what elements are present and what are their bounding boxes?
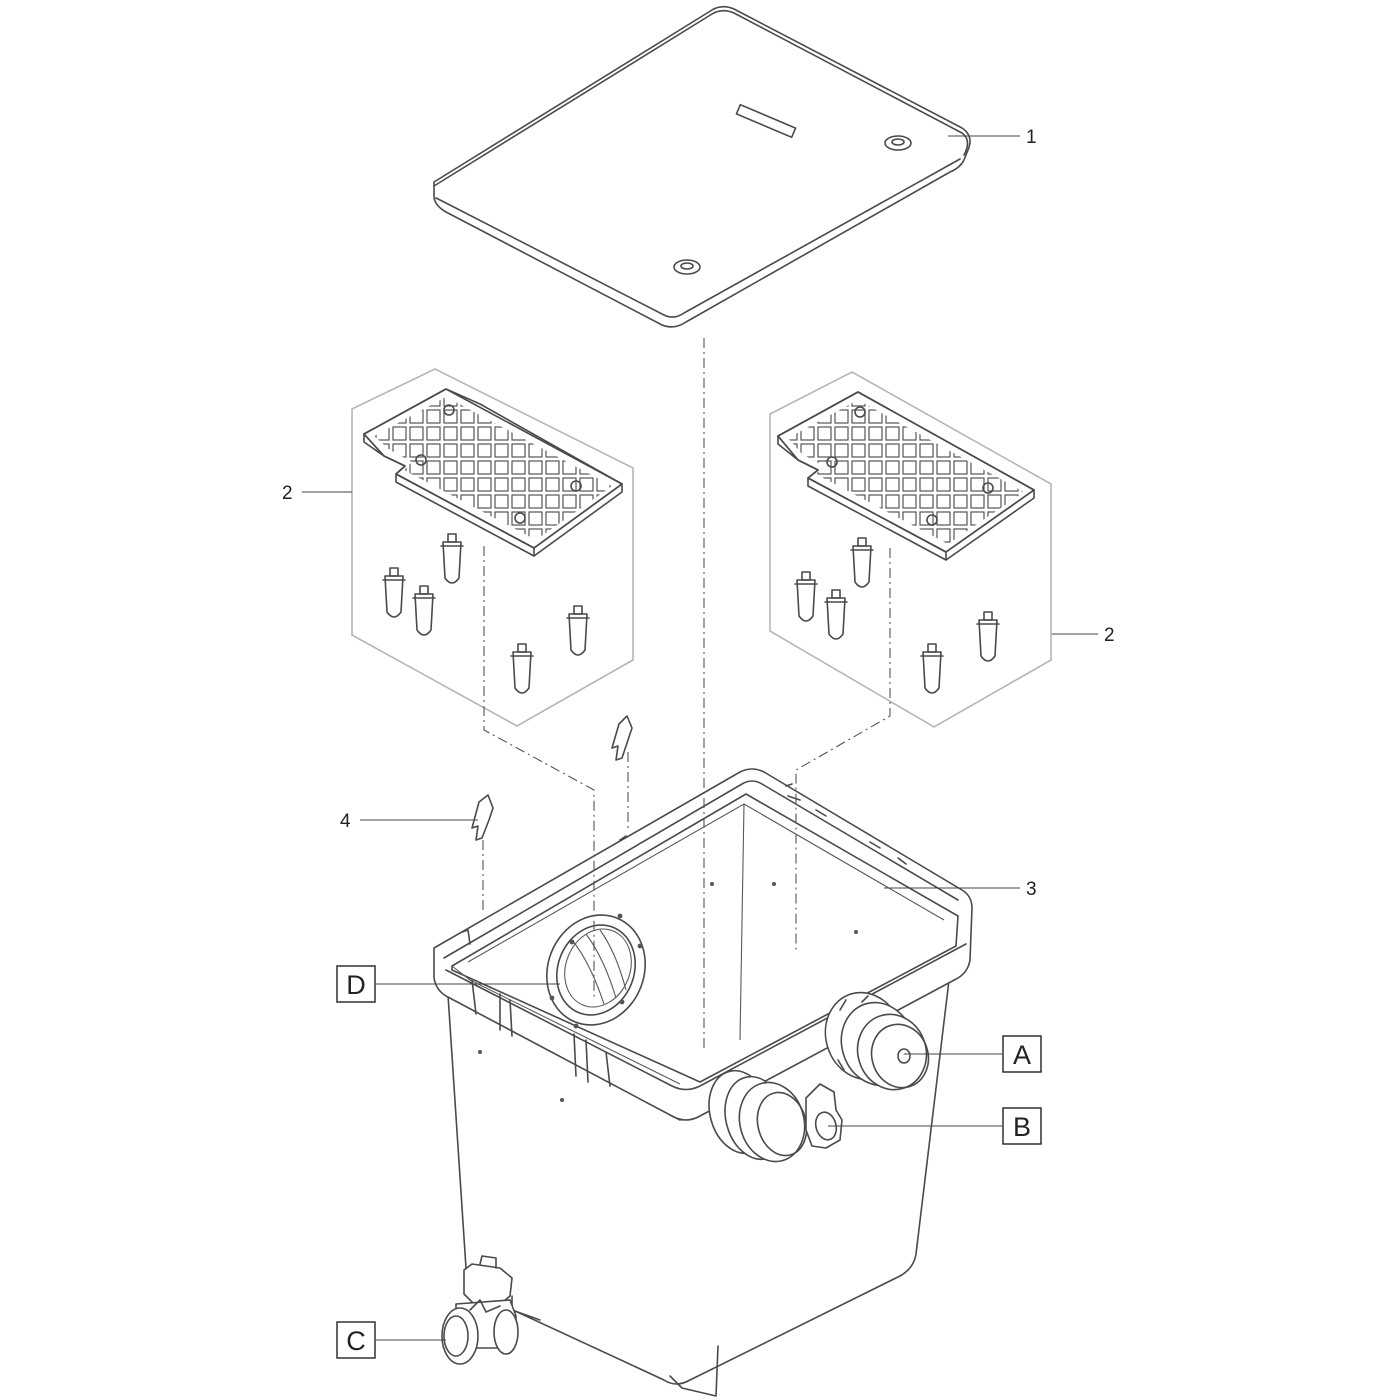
callout-2-left: 2 [282,483,293,504]
lid-hole-left [673,259,701,275]
lid-hole-right [884,135,912,151]
grid-pins-left [382,533,590,694]
connection-b-port [708,1069,843,1163]
leader-lines [302,135,1098,1341]
grid-plate-left [363,388,623,557]
connection-d-flange [545,913,647,1029]
grid-kit-left [351,368,634,727]
label-box-a: A [1002,1035,1042,1073]
lid-handle-slot [735,103,797,139]
filter-lid [433,5,971,328]
connection-a-port [824,991,930,1091]
clip-lower [471,794,494,841]
assembly-lines [482,338,891,1050]
callout-1: 1 [1026,127,1037,148]
label-box-b: B [1002,1107,1042,1145]
callout-3: 3 [1026,879,1037,900]
clip-upper [611,715,633,761]
callout-4: 4 [340,811,351,832]
label-c: C [346,1326,366,1356]
label-a: A [1013,1040,1031,1070]
grid-kit-right [769,371,1052,728]
callout-2-right: 2 [1104,625,1115,646]
grid-plate-right [777,391,1035,561]
label-box-c: C [336,1321,376,1359]
connection-c-valve [441,1255,519,1365]
label-b: B [1013,1112,1031,1142]
label-box-d: D [336,965,376,1003]
housing-holes [478,882,858,1102]
label-d: D [346,970,366,1000]
grid-pins-right [794,537,1000,694]
